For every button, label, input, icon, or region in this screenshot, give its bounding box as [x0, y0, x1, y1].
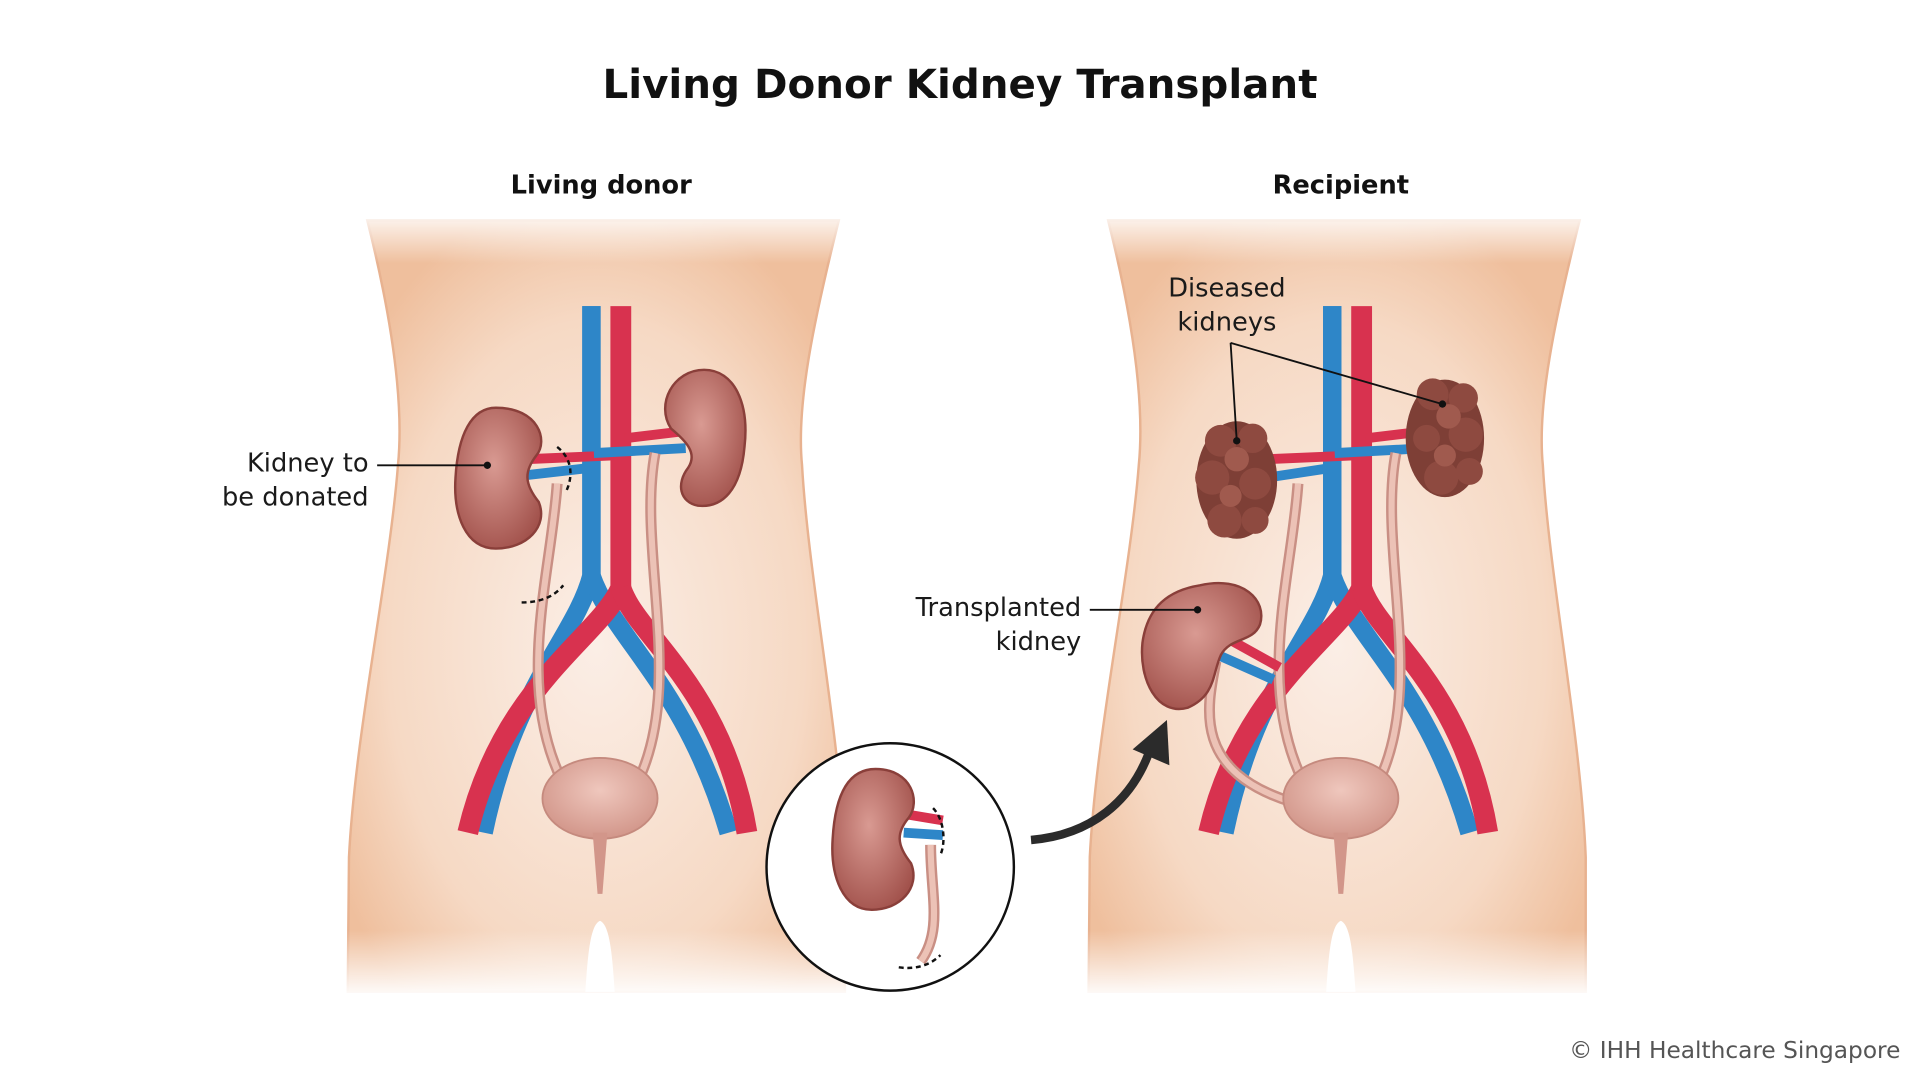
- transplanted-kidney-label: Transplanted: [915, 593, 1082, 623]
- diseased-kidney-left-icon: [1195, 421, 1278, 539]
- recipient-heading: Recipient: [1273, 170, 1410, 200]
- donor-kidney-icon: [453, 406, 543, 550]
- arrow-icon: [1030, 720, 1170, 845]
- inset-kidney-icon: [831, 767, 915, 912]
- donor-right-kidney-icon: [664, 368, 747, 508]
- recipient-body: [1082, 206, 1594, 1000]
- copyright: © IHH Healthcare Singapore: [1569, 1037, 1900, 1064]
- diseased-kidney-right-icon: [1405, 378, 1485, 498]
- donor-body: [341, 206, 853, 1000]
- diagram-title: Living Donor Kidney Transplant: [603, 60, 1318, 108]
- diseased-kidneys-label-line2: kidneys: [1177, 308, 1276, 338]
- inset-removed-kidney: [765, 742, 1016, 992]
- transplanted-kidney-icon: [1140, 581, 1263, 711]
- transplanted-kidney-label-line2: kidney: [996, 627, 1082, 657]
- donor-kidney-label-line2: be donated: [222, 483, 369, 513]
- donor-kidney-label: Kidney to: [247, 448, 369, 478]
- donor-heading: Living donor: [511, 170, 692, 200]
- diseased-kidneys-label: Diseased: [1168, 273, 1285, 303]
